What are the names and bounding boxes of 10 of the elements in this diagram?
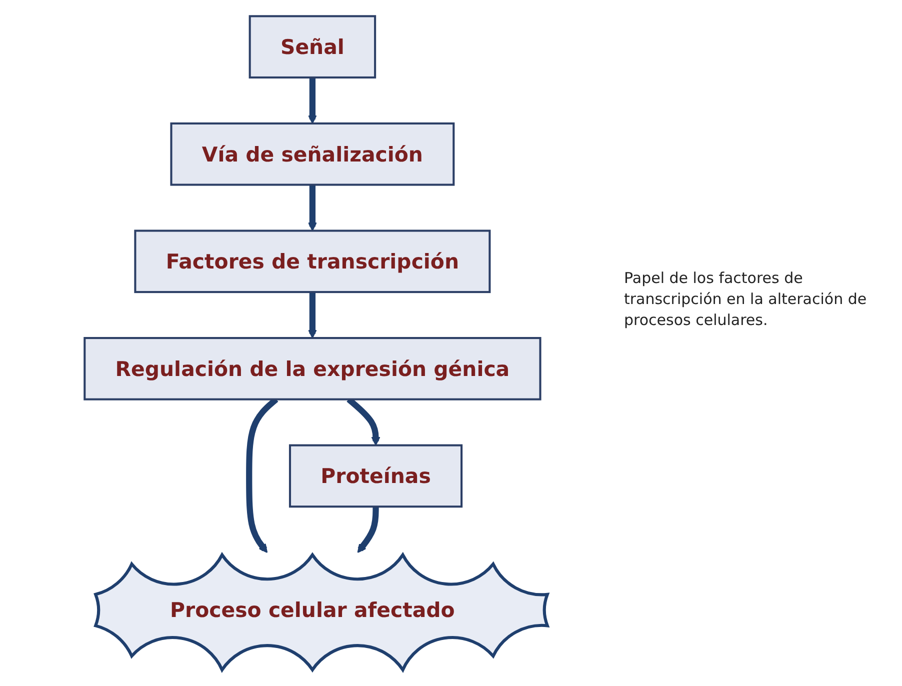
node-box: Regulación de la expresión génica xyxy=(84,337,542,400)
arrow xyxy=(308,292,317,338)
arrow xyxy=(357,506,379,553)
node-box: Señal xyxy=(248,15,376,78)
caption: Papel de los factores de transcripción en la alteración de procesos celulares. xyxy=(624,268,868,331)
arrow xyxy=(308,184,317,232)
node-box: Factores de transcripción xyxy=(134,230,491,294)
node-box: Vía de señalización xyxy=(170,122,455,186)
node-box: Proteínas xyxy=(288,444,463,508)
arrow xyxy=(308,77,317,124)
